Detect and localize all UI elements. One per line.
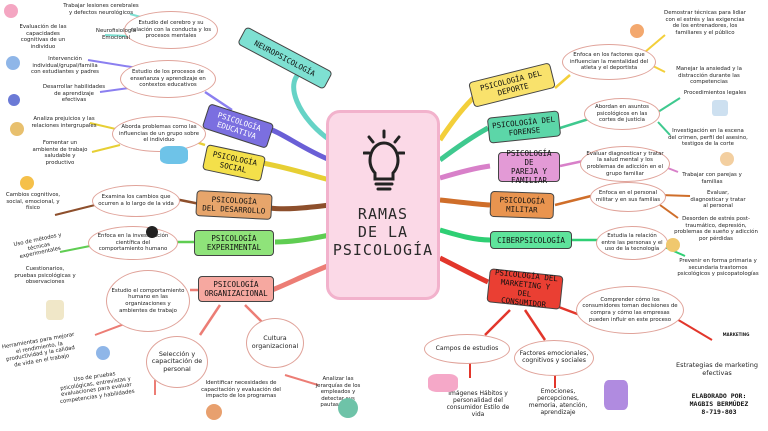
central-topic: RAMAS DE LA PSICOLOGÍA [326,110,440,300]
shopping-icon [428,374,458,392]
neuro-detail-3: Evaluación de las capacidades cognitivas… [19,24,67,50]
deporte-detail-2: Manejar la ansiedad y la distracción dur… [676,66,742,85]
branch-psicologia-pareja[interactable]: PSICOLOGÍA DE PAREJA Y FAMILIAR [498,149,560,185]
neuro-detail-1: Trabajar lesiones cerebrales y defectos … [63,3,139,16]
team-icon [338,398,358,418]
neuro-description: Estudio del cerebro y su relación con la… [124,11,218,49]
social-description: Aborda problemas como las influencias de… [112,116,206,152]
branch-psicologia-organizacional[interactable]: PSICOLOGÍA ORGANIZACIONAL [198,276,274,302]
office-worker-icon [46,300,64,320]
experimental-detail-2: Cuestionarios, pruebas psicológicas y ob… [14,266,76,285]
organizacional-description: Estudio el comportamiento humano en las … [106,270,190,332]
deporte-description: Enfoca en los factores que influencian l… [562,44,656,80]
branch-psicologia-desarrollo[interactable]: PSICOLOGÍA DEL DESARROLLO [195,190,273,220]
ciber-description: Estudia la relación entre las personas y… [596,226,668,260]
educativa-detail-1: Intervención individual/grupal/familia c… [31,56,99,75]
educativa-description: Estudio de los procesos de enseñanza y a… [120,60,216,98]
marketing-sign: MARKETING [722,332,750,337]
branch-ciberpsicologia[interactable]: CIBERPSICOLOGÍA [490,231,572,249]
social-detail-1: Analiza prejuicios y las relaciones inte… [31,116,97,129]
athlete-icon [630,24,644,38]
militar-detail-1: Evaluar, diagnosticar y tratar al person… [690,190,746,209]
group-people-icon [160,146,188,164]
militar-detail-2: Desorden de estrés post-traumático, depr… [674,216,758,242]
branch-psicologia-experimental[interactable]: PSICOLOGÍA EXPERIMENTAL [194,230,274,256]
pareja-description: Evaluar diagnosticar y tratar la salud m… [580,146,670,182]
head-profile-icon [146,226,158,238]
credit-block: ELABORADO POR: MAGBIS BERMÚDEZ 8-719-803 [672,392,766,416]
branch-psicologia-marketing[interactable]: PSICOLOGÍA DEL MARKETING Y DEL CONSUMIDO… [486,268,564,310]
technology-icon [666,238,680,252]
forense-description: Abordan en asuntos psicológicos en las c… [584,98,660,130]
pareja-detail-1: Trabajar con parejas y familias [682,172,742,185]
phone-shopper-icon [604,380,628,410]
central-title: RAMAS DE LA PSICOLOGÍA [332,205,434,259]
credit-id: 8-719-803 [701,408,737,416]
marketing-detail-1: Imágenes Hábitos y personalidad del cons… [446,390,510,418]
branch-psicologia-militar[interactable]: PSICOLOGÍA MILITAR [489,190,555,220]
marketing-detail-3: Estrategias de marketing efectivas [676,361,758,377]
desarrollo-detail-1: Cambios cognitivos, social, emocional, y… [5,192,61,211]
deporte-detail-1: Demostrar técnicas para lidiar con el es… [664,10,746,36]
marketing-description: Comprender cómo los consumidores toman d… [576,286,684,334]
desarrollo-description: Examina los cambios que ocurren a lo lar… [92,185,180,217]
organizacional-cultura: Cultura organizacional [246,318,304,368]
prejudice-icon [10,122,24,136]
training-icon [206,404,222,420]
forense-detail-2: Investigación en la escena del crimen, p… [668,128,748,147]
organizacional-seleccion: Selección y capacitación de personal [146,336,208,388]
marketing-campos: Campos de estudios [424,334,510,364]
ciber-detail-1: Prevenir en forma primaria y secundaria … [677,258,759,277]
social-detail-2: Fomentar un ambiente de trabajo saludabl… [32,140,88,166]
credit-line-1: ELABORADO POR: [691,392,747,400]
family-icon [720,152,734,166]
credit-author: MAGBIS BERMÚDEZ [689,400,749,408]
militar-description: Enfoca en el personal militar y en sus f… [590,182,666,212]
student-icon [6,56,20,70]
neuro-detail-2: Neurofisiología Emocional [95,28,137,41]
emotions-icon [20,176,34,190]
marketing-factores: Factores emocionales, cognitivos y socia… [514,340,594,376]
experimental-description: Enfoca en la investigación científica de… [88,226,178,260]
interview-icon [96,346,110,360]
brain-icon [4,4,18,18]
organizacional-detail-3: Identificar necesidades de capacitación … [201,380,281,399]
court-icon [712,100,728,116]
forense-detail-1: Procedimientos legales [683,90,747,96]
lightbulb-icon [363,129,405,191]
marketing-detail-2: Emociones, percepciones, memoria, atenci… [528,388,588,416]
educativa-detail-2: Desarrollar habilidades de aprendizaje e… [42,84,106,103]
teacher-icon [8,94,20,106]
